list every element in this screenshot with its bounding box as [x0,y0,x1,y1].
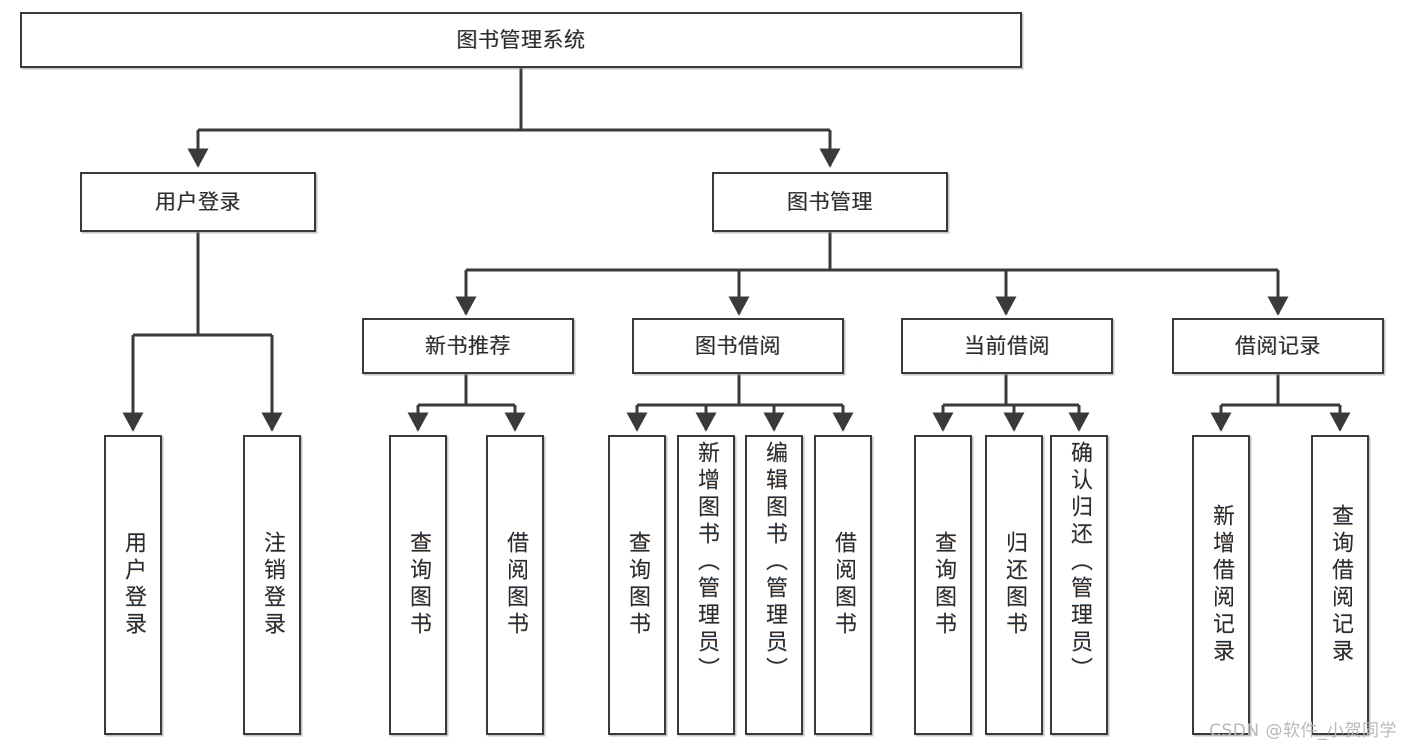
node-leaf-query-book-borrow[interactable]: 查询图书 [608,435,666,735]
node-leaf-query-borrow-record[interactable]: 查询借阅记录 [1311,435,1369,735]
node-label: 确认归还（管理员） [1067,441,1092,684]
node-label: 图书借阅 [695,333,781,358]
node-leaf-confirm-return-admin[interactable]: 确认归还（管理员） [1050,435,1108,735]
node-book-management[interactable]: 图书管理 [712,172,948,232]
node-label: 借阅记录 [1235,333,1321,358]
node-leaf-query-book-recommend[interactable]: 查询图书 [389,435,447,735]
node-label: 新增借阅记录 [1209,504,1234,666]
node-label: 查询图书 [406,531,431,639]
node-borrow-record[interactable]: 借阅记录 [1172,318,1384,374]
node-label: 用户登录 [155,189,241,214]
node-root-book-management-system[interactable]: 图书管理系统 [20,12,1022,68]
node-label: 借阅图书 [831,531,856,639]
node-label: 查询图书 [931,531,956,639]
node-leaf-add-book-admin[interactable]: 新增图书（管理员） [677,435,735,735]
node-leaf-edit-book-admin[interactable]: 编辑图书（管理员） [745,435,803,735]
node-current-borrow[interactable]: 当前借阅 [901,318,1113,374]
node-leaf-add-borrow-record[interactable]: 新增借阅记录 [1192,435,1250,735]
node-label: 用户登录 [121,531,146,639]
node-leaf-borrow-book[interactable]: 借阅图书 [814,435,872,735]
node-leaf-logout[interactable]: 注销登录 [243,435,301,735]
node-leaf-borrow-book-recommend[interactable]: 借阅图书 [486,435,544,735]
node-book-borrow[interactable]: 图书借阅 [632,318,844,374]
node-leaf-query-book-current[interactable]: 查询图书 [914,435,972,735]
node-label: 图书管理系统 [456,27,586,52]
node-label: 查询借阅记录 [1328,504,1353,666]
node-user-login[interactable]: 用户登录 [80,172,316,232]
node-label: 新增图书（管理员） [694,441,719,684]
node-label: 当前借阅 [964,333,1050,358]
csdn-watermark: CSDN @软件_小贺同学 [1209,721,1397,741]
node-label: 查询图书 [625,531,650,639]
node-label: 新书推荐 [425,333,511,358]
node-label: 借阅图书 [503,531,528,639]
node-label: 注销登录 [260,531,285,639]
node-label: 图书管理 [787,189,873,214]
node-new-book-recommend[interactable]: 新书推荐 [362,318,574,374]
node-leaf-user-login[interactable]: 用户登录 [104,435,162,735]
node-label: 编辑图书（管理员） [762,441,787,684]
node-leaf-return-book[interactable]: 归还图书 [985,435,1043,735]
node-label: 归还图书 [1002,531,1027,639]
